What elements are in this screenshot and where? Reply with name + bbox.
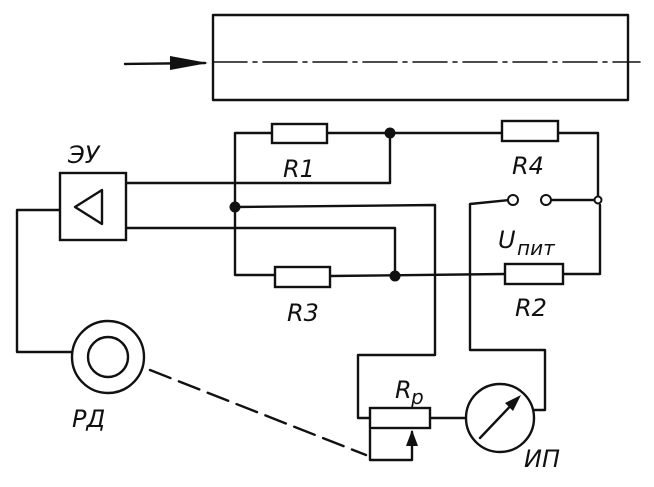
svg-text:U: U xyxy=(498,226,516,254)
supply-label: U пит xyxy=(498,226,556,260)
r4-label: R4 xyxy=(512,152,544,180)
svg-text:р: р xyxy=(410,385,424,409)
resistor-r3 xyxy=(273,265,332,289)
junction-left xyxy=(229,201,241,213)
svg-text:пит: пит xyxy=(517,236,556,260)
svg-text:R: R xyxy=(395,376,412,404)
measuring-tube xyxy=(211,13,641,102)
junction-r1-right xyxy=(384,127,396,139)
rheostat xyxy=(368,406,432,462)
r1-label: R1 xyxy=(283,155,315,183)
junction-r3-right xyxy=(389,270,401,282)
meter-symbol xyxy=(464,382,536,454)
resistor-r2 xyxy=(503,262,565,286)
meter-label: ИП xyxy=(524,445,560,473)
motor-symbol xyxy=(70,319,146,395)
bridge-wires xyxy=(15,131,602,420)
mechanical-link xyxy=(148,368,368,457)
amplifier-label: ЭУ xyxy=(67,141,101,169)
resistor-r1 xyxy=(270,122,329,145)
amplifier-block xyxy=(58,171,128,242)
corner-terminal xyxy=(593,195,603,205)
resistor-r4 xyxy=(500,119,560,143)
supply-terminal-right xyxy=(540,194,552,206)
supply-terminal-left xyxy=(507,194,519,206)
r2-label: R2 xyxy=(515,294,547,322)
input-beam-arrow xyxy=(123,56,208,70)
r3-label: R3 xyxy=(287,299,319,327)
motor-label: РД xyxy=(72,405,105,433)
rheostat-label: R р xyxy=(395,376,424,409)
